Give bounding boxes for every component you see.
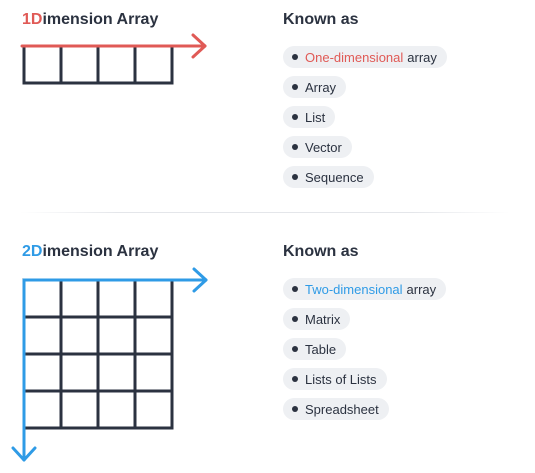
grid-cell: [133, 315, 174, 356]
known-as-highlight: One-dimensional: [305, 49, 404, 65]
grid-cell: [133, 389, 174, 430]
bullet-icon: [292, 376, 298, 382]
known-as-text: Array: [305, 79, 337, 95]
bullet-icon: [292, 286, 298, 292]
grid-cell: [133, 278, 174, 319]
known-as-item: Lists of Lists: [283, 368, 387, 390]
known-as-text: Matrix: [305, 311, 341, 327]
grid-cell: [22, 389, 63, 430]
two-d-title: 2Dimension Array: [22, 242, 158, 262]
grid-cell: [96, 315, 137, 356]
two-d-known-as-title: Known as: [283, 243, 359, 260]
bullet-icon: [292, 54, 298, 60]
two-d-down-arrow-icon: [11, 278, 37, 462]
one-d-right-arrow-icon: [20, 33, 207, 59]
bullet-icon: [292, 144, 298, 150]
known-as-highlight: Two-dimensional: [305, 281, 403, 297]
one-d-title: 1Dimension Array: [22, 10, 158, 30]
known-as-item: Array: [283, 76, 347, 98]
grid-cell: [59, 44, 100, 85]
grid-cell: [22, 352, 63, 393]
known-as-text: Spreadsheet: [305, 401, 379, 417]
known-as-item: Matrix: [283, 308, 351, 330]
bullet-icon: [292, 84, 298, 90]
grid-cell: [96, 44, 137, 85]
grid-cell: [133, 352, 174, 393]
grid-cell: [59, 389, 100, 430]
known-as-text: array: [406, 281, 437, 297]
grid-cell: [96, 278, 137, 319]
known-as-item: Spreadsheet: [283, 398, 389, 420]
known-as-item: List: [283, 106, 336, 128]
grid-cell: [59, 315, 100, 356]
grid-cell: [22, 315, 63, 356]
known-as-text: Vector: [305, 139, 342, 155]
known-as-item: Sequence: [283, 166, 374, 188]
two-d-title-rest: imension Array: [42, 243, 159, 260]
one-d-grid: [22, 44, 174, 85]
one-d-known-as-title: Known as: [283, 11, 359, 28]
bullet-icon: [292, 114, 298, 120]
bullet-icon: [292, 406, 298, 412]
two-d-title-prefix: 2D: [22, 243, 43, 260]
grid-cell: [22, 44, 63, 85]
one-d-title-prefix: 1D: [22, 11, 43, 28]
known-as-text: Table: [305, 341, 337, 357]
known-as-item: Vector: [283, 136, 352, 158]
known-as-item: Table: [283, 338, 347, 360]
known-as-text: array: [407, 49, 437, 65]
known-as-text: Lists of Lists: [305, 371, 377, 387]
bullet-icon: [292, 346, 298, 352]
known-as-text: List: [305, 109, 326, 125]
section-divider: [20, 212, 510, 213]
two-d-right-arrow-icon: [22, 267, 208, 293]
two-d-grid: [22, 278, 174, 430]
known-as-text: Sequence: [305, 169, 364, 185]
grid-cell: [22, 278, 63, 319]
grid-cell: [133, 44, 174, 85]
bullet-icon: [292, 174, 298, 180]
one-d-title-rest: imension Array: [42, 11, 159, 28]
bullet-icon: [292, 316, 298, 322]
grid-cell: [59, 278, 100, 319]
grid-cell: [96, 389, 137, 430]
grid-cell: [96, 352, 137, 393]
grid-cell: [59, 352, 100, 393]
